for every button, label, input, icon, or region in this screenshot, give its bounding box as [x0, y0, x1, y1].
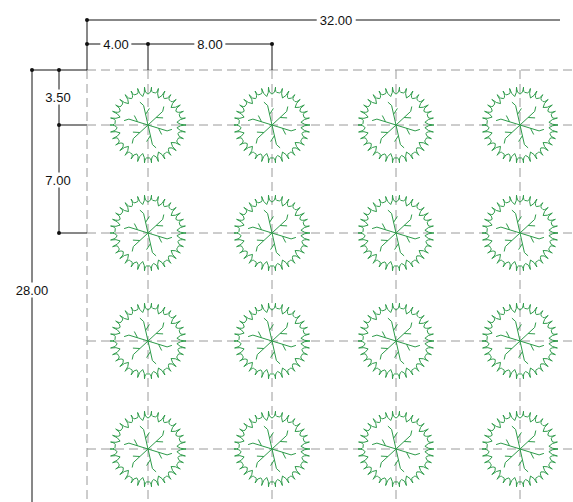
grid-lines — [87, 70, 573, 502]
tree-symbol — [358, 411, 434, 487]
dimension-value: 32.00 — [317, 13, 356, 28]
tree-symbol — [358, 87, 434, 163]
dimension-lines — [32, 20, 560, 502]
tree-symbol — [482, 195, 558, 271]
tree-symbol — [234, 195, 310, 271]
dimension-value: 28.00 — [13, 283, 52, 298]
dimension-value: 3.50 — [42, 90, 73, 105]
tree-symbol — [482, 411, 558, 487]
tree-symbol — [234, 303, 310, 379]
dimension-value: 4.00 — [100, 37, 131, 52]
tree-symbol — [234, 87, 310, 163]
tree-symbol — [482, 303, 558, 379]
dimension-value: 7.00 — [42, 173, 73, 188]
tree-symbol — [110, 87, 186, 163]
tree-symbol — [110, 303, 186, 379]
dimension-dots — [30, 18, 274, 235]
tree-symbol — [110, 195, 186, 271]
tree-symbol — [482, 87, 558, 163]
tree-symbol — [358, 303, 434, 379]
tree-symbols — [110, 87, 558, 487]
tree-symbol — [358, 195, 434, 271]
tree-symbol — [110, 411, 186, 487]
tree-symbol — [234, 411, 310, 487]
dimension-value: 8.00 — [194, 37, 225, 52]
